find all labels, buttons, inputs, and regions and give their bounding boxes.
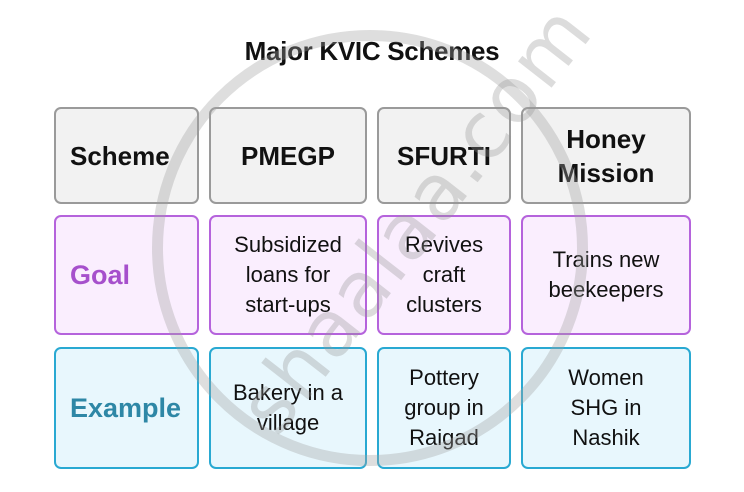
goal-text: Trains new beekeepers bbox=[548, 247, 664, 302]
example-text: Pottery group in Raigad bbox=[404, 365, 484, 450]
goal-cell-pmegp: Subsidized loans for start-ups bbox=[209, 215, 367, 335]
example-cell-sfurti: Pottery group in Raigad bbox=[377, 347, 511, 469]
scheme-name: SFURTI bbox=[397, 140, 491, 171]
goal-text: Revives craft clusters bbox=[404, 232, 484, 317]
goal-cell-sfurti: Revives craft clusters bbox=[377, 215, 511, 335]
scheme-header-sfurti: SFURTI bbox=[377, 107, 511, 204]
scheme-header-pmegp: PMEGP bbox=[209, 107, 367, 204]
row-label-text: Goal bbox=[70, 260, 131, 290]
goal-cell-honey-mission: Trains new beekeepers bbox=[521, 215, 691, 335]
scheme-header-honey-mission: Honey Mission bbox=[521, 107, 691, 204]
row-label-scheme: Scheme bbox=[54, 107, 199, 204]
row-label-goal: Goal bbox=[54, 215, 199, 335]
row-label-text: Example bbox=[70, 393, 182, 423]
example-cell-pmegp: Bakery in a village bbox=[209, 347, 367, 469]
row-label-example: Example bbox=[54, 347, 199, 469]
diagram-title: Major KVIC Schemes bbox=[244, 36, 500, 66]
example-text: Women SHG in Nashik bbox=[568, 365, 644, 450]
scheme-name: Honey Mission bbox=[557, 123, 655, 188]
goal-text: Subsidized loans for start-ups bbox=[234, 232, 342, 317]
scheme-name: PMEGP bbox=[241, 140, 335, 171]
example-cell-honey-mission: Women SHG in Nashik bbox=[521, 347, 691, 469]
row-label-text: Scheme bbox=[70, 140, 170, 171]
example-text: Bakery in a village bbox=[232, 380, 344, 435]
